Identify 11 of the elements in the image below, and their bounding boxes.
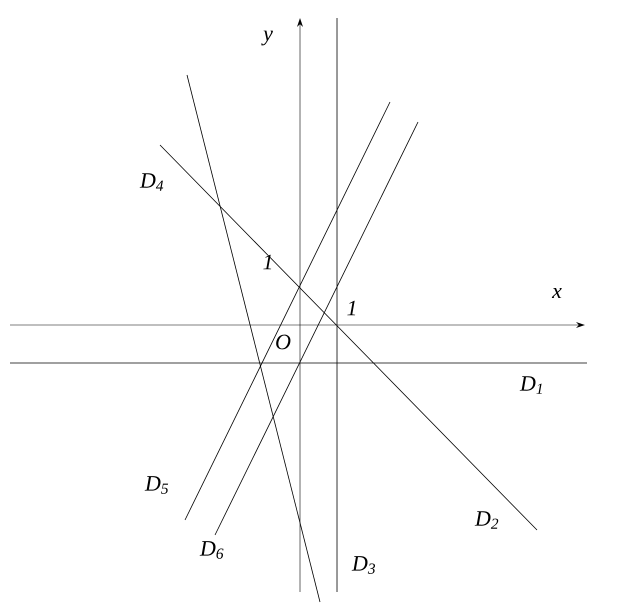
axis-label: y: [261, 30, 273, 46]
line-label: D$_{2}$: [474, 511, 498, 529]
line-label: D$_{3}$: [352, 556, 376, 574]
tick-label: 1: [263, 254, 272, 270]
axis-label: x: [552, 288, 562, 298]
line-label: D$_{6}$: [200, 541, 224, 559]
line-label: D$_{4}$: [140, 173, 164, 191]
origin-label: O: [276, 334, 290, 350]
tick-label: 1: [347, 300, 356, 316]
line-label: D$_{1}$: [520, 376, 542, 394]
line-label: D$_{5}$: [144, 476, 168, 494]
